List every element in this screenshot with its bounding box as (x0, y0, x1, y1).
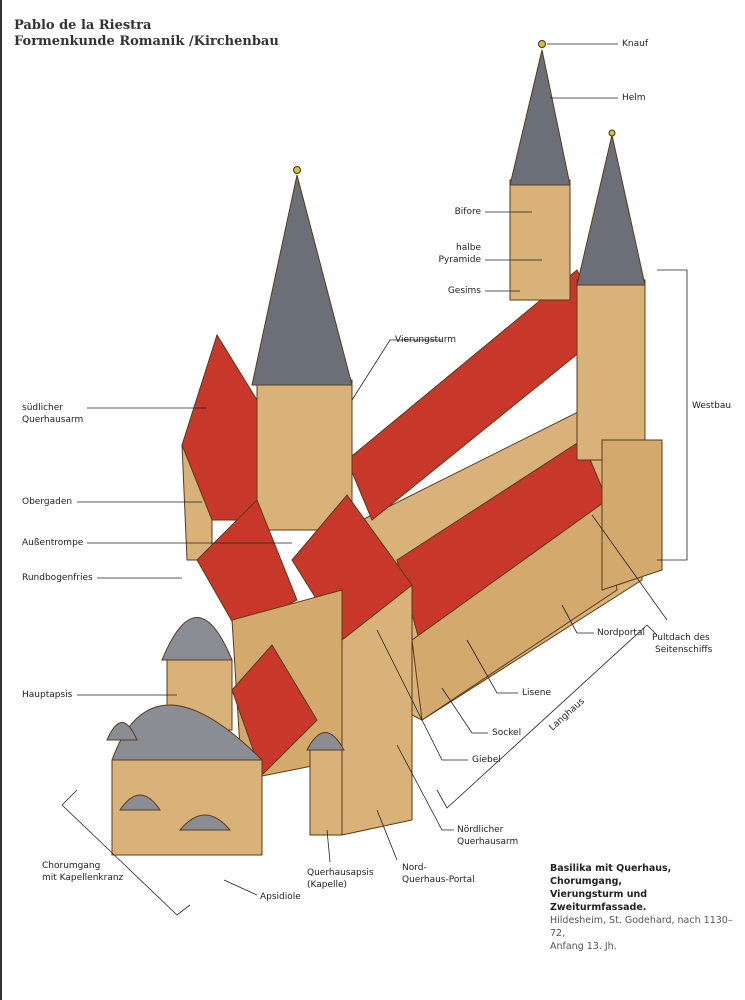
label-nordportal: Nordportal (597, 628, 645, 638)
label-westbau: Westbau (692, 401, 732, 411)
label-bifore: Bifore (454, 207, 481, 217)
caption: Basilika mit Querhaus, Chorumgang, Vieru… (550, 862, 745, 953)
label-obergaden: Obergaden (22, 497, 73, 507)
book-title: Formenkunde Romanik /Kirchenbau (14, 34, 279, 49)
label-aussentrompe: Außentrompe (22, 538, 84, 548)
label-apsidiole: Apsidiole (260, 892, 301, 902)
label-vierungsturm: Vierungsturm (395, 335, 457, 345)
main-apse-dome (161, 617, 233, 661)
label-gesims: Gesims (447, 286, 481, 296)
label-nord: Nord- (402, 863, 427, 873)
author: Pablo de la Riestra (14, 18, 152, 33)
label-querhausarm-nord: Querhausarm (457, 837, 519, 847)
querhausapsis (306, 732, 345, 751)
aisle-wall (411, 499, 618, 721)
helm-north (509, 49, 571, 186)
label-pyramide: Pyramide (438, 255, 482, 265)
label-chorumgang: Chorumgang (42, 861, 101, 871)
west-tower-south (576, 279, 646, 461)
label-sockel: Sockel (492, 728, 522, 738)
label-hauptapsis: Hauptapsis (22, 690, 73, 700)
crossing-helm (251, 174, 353, 386)
caption-line-1: Basilika mit Querhaus, Chorumgang, (550, 863, 672, 887)
ambulatory-roof (231, 644, 318, 776)
caption-line-4: Anfang 13. Jh. (550, 941, 617, 952)
label-halbe: halbe (456, 243, 481, 253)
leader-lines (61, 43, 688, 916)
west-tower-north (509, 179, 571, 301)
label-kapelle: (Kapelle) (307, 880, 348, 890)
caption-line-2: Vierungsturm und Zweiturmfassade. (550, 889, 648, 913)
label-kapellenkranz: mit Kapellenkranz (42, 873, 124, 883)
label-rundbogenfries: Rundbogenfries (22, 573, 93, 583)
label-pultdach: Pultdach des (652, 633, 710, 643)
crossing-tower (256, 379, 353, 531)
apsidiole-3 (178, 814, 232, 831)
label-querhausarm-sued: Querhausarm (22, 415, 84, 425)
helm-south (576, 134, 646, 286)
label-suedlicher: südlicher (22, 403, 63, 413)
label-helm: Helm (622, 93, 646, 103)
label-giebel: Giebel (472, 755, 501, 765)
label-noerdlicher: Nördlicher (457, 825, 504, 835)
westbau-block (601, 439, 663, 591)
apsidiole-2 (119, 794, 161, 811)
label-lisene: Lisene (522, 688, 551, 698)
apsidiole-1 (106, 722, 138, 741)
label-querhaus-portal: Querhaus-Portal (402, 875, 475, 885)
label-knauf: Knauf (622, 39, 648, 49)
choir-roof (196, 499, 298, 631)
label-seitenschiffs: Seitenschiffs (655, 645, 713, 655)
caption-line-3: Hildesheim, St. Godehard, nach 1130–72, (550, 915, 733, 939)
label-querhausapsis: Querhausapsis (307, 868, 374, 878)
